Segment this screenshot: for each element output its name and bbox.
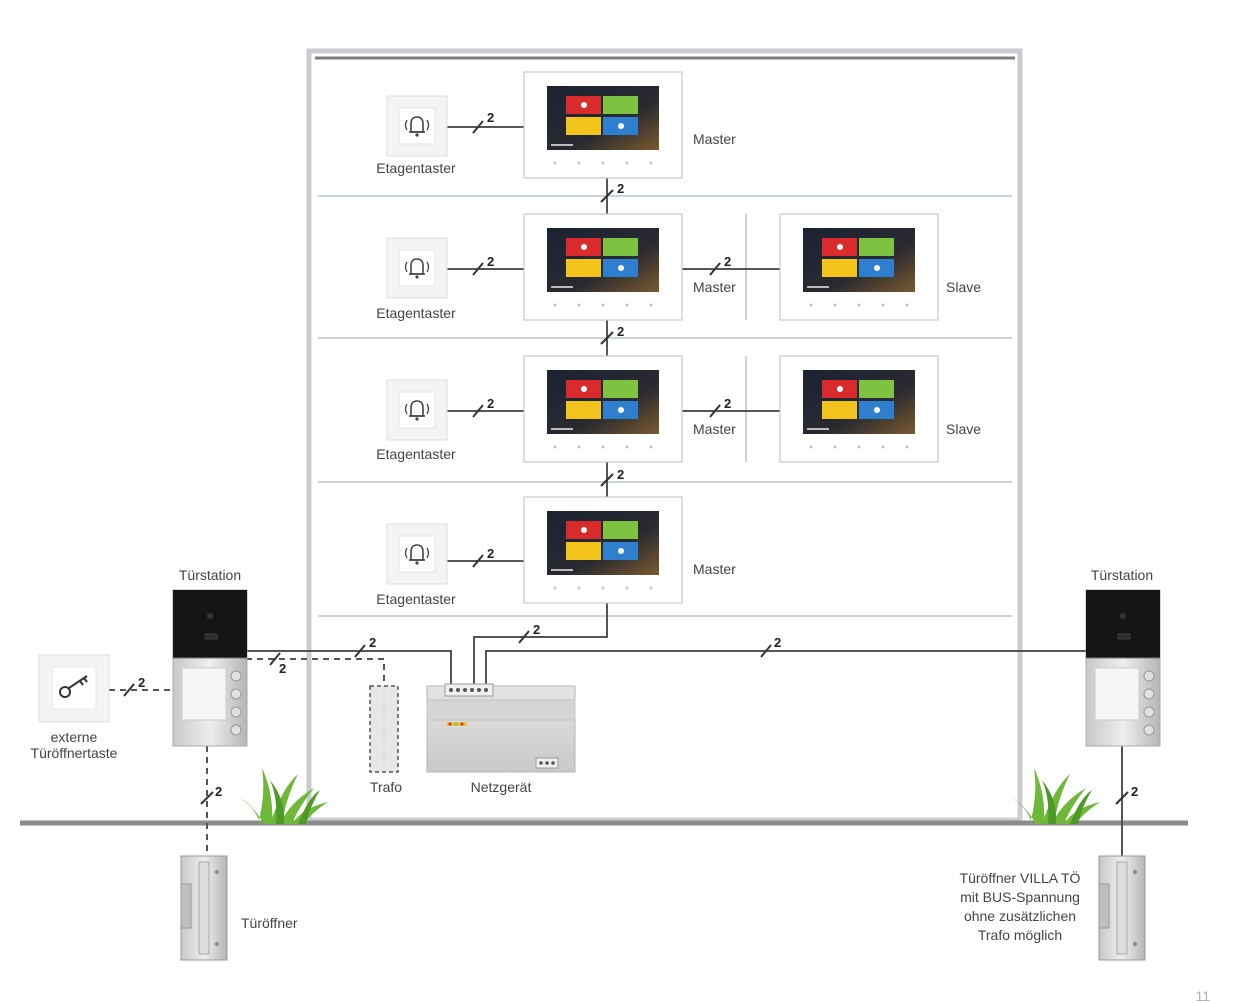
solid-wiring xyxy=(246,126,1123,857)
floor-1-master-label: Master xyxy=(693,131,736,147)
master-monitor-floor-2 xyxy=(523,213,683,321)
trafo-label: Trafo xyxy=(370,779,402,795)
floor-4-master-label: Master xyxy=(693,561,736,577)
right-opener-label-line2: mit BUS-Spannung xyxy=(960,889,1080,905)
door-opener-left xyxy=(180,855,228,961)
ext-button-label-line2: Türöffnertaste xyxy=(31,745,118,761)
page-number: 11 xyxy=(1195,988,1210,1003)
key-icon xyxy=(59,675,88,698)
wire-count-label: 2 xyxy=(617,324,624,339)
wire-count-label: 2 xyxy=(617,181,624,196)
right-opener-label-line3: ohne zusätzlichen xyxy=(964,908,1076,924)
external-key-button xyxy=(38,654,110,723)
right-opener-label-line1: Türöffner VILLA TÖ xyxy=(960,869,1081,886)
wire-count-label: 2 xyxy=(487,546,494,561)
door-opener-right xyxy=(1098,855,1146,961)
wire-count-label: 2 xyxy=(487,110,494,125)
wire-count-label: 2 xyxy=(369,635,376,650)
wire-count-label: 2 xyxy=(533,622,540,637)
right-door-station-label: Türstation xyxy=(1091,567,1153,583)
floor-3-master-label: Master xyxy=(693,421,736,437)
left-opener-label: Türöffner xyxy=(241,915,298,931)
slave-monitor-floor-2 xyxy=(779,213,939,321)
floor-bell-button-icon xyxy=(386,237,448,299)
wire-count-label: 2 xyxy=(724,254,731,269)
master-monitor-floor-4 xyxy=(523,496,683,604)
floor-2-slave-label: Slave xyxy=(946,279,981,295)
right-opener-label-line4: Trafo möglich xyxy=(978,927,1062,943)
wire-count-label: 2 xyxy=(487,396,494,411)
floor-4-button-label: Etagentaster xyxy=(376,591,456,607)
floor-bell-button-icon xyxy=(386,379,448,441)
wire-count-label: 2 xyxy=(487,254,494,269)
power-supply-unit xyxy=(426,683,576,773)
grass-right xyxy=(1012,768,1100,824)
slave-monitor-floor-3 xyxy=(779,355,939,463)
wire-count-label: 2 xyxy=(215,784,222,799)
floor-2-master-label: Master xyxy=(693,279,736,295)
wire-count-label: 2 xyxy=(1131,784,1138,799)
floor-bell-button-icon xyxy=(386,523,448,585)
wire-count-label: 2 xyxy=(617,467,624,482)
wire-count-label: 2 xyxy=(138,675,145,690)
wire-slashes xyxy=(123,120,1129,805)
dashed-wiring xyxy=(109,658,385,857)
master-monitor-floor-3 xyxy=(523,355,683,463)
floor-bell-button-icon xyxy=(386,95,448,157)
wire-count-label: 2 xyxy=(774,635,781,650)
wire-count-label: 2 xyxy=(724,396,731,411)
floor-2-button-label: Etagentaster xyxy=(376,305,456,321)
floor-1-button-label: Etagentaster xyxy=(376,160,456,176)
left-door-station-label: Türstation xyxy=(179,567,241,583)
psu-label: Netzgerät xyxy=(471,779,532,795)
door-station-right xyxy=(1085,589,1161,747)
wire-count-label: 2 xyxy=(279,661,286,676)
master-monitor-floor-1 xyxy=(523,71,683,179)
floor-3-slave-label: Slave xyxy=(946,421,981,437)
floor-3-button-label: Etagentaster xyxy=(376,446,456,462)
ext-button-label-line1: externe xyxy=(51,729,98,745)
trafo-device xyxy=(369,685,399,773)
door-station-left xyxy=(172,589,248,747)
